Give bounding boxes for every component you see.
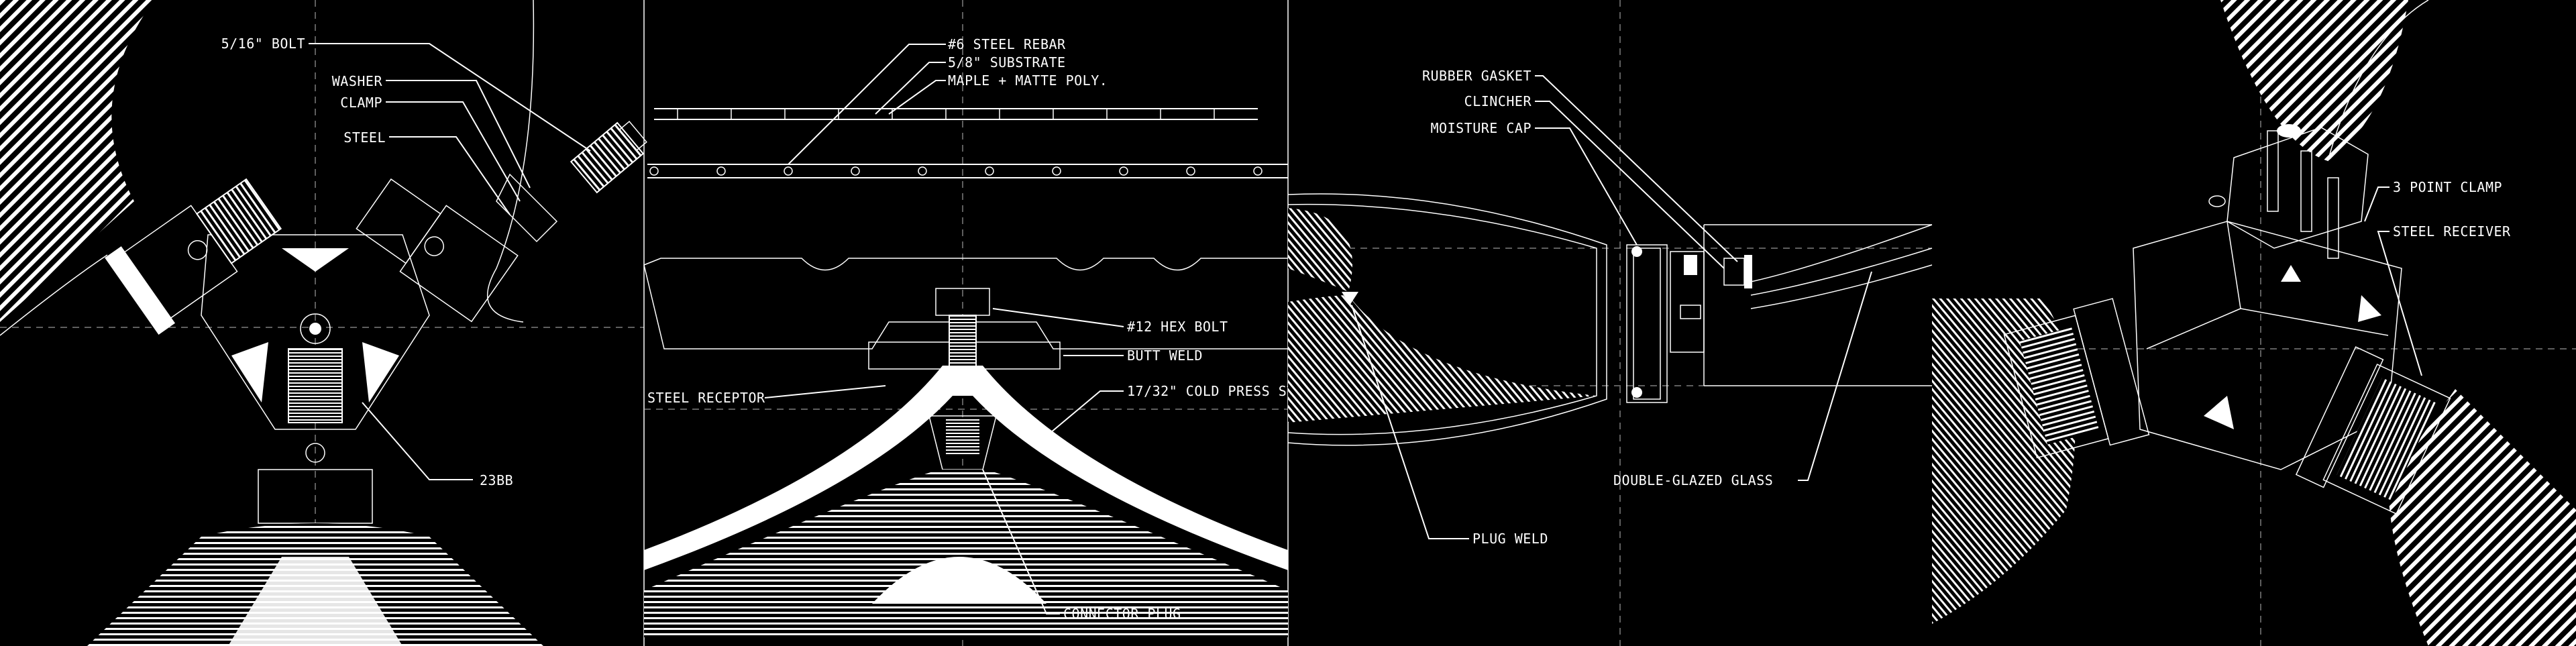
hatched-sphere-shading [0, 0, 154, 322]
label-clincher: CLINCHER [1464, 93, 1532, 109]
clincher [1723, 258, 1745, 286]
label-three-point-clamp: 3 POINT CLAMP [2393, 179, 2502, 195]
floor-shading [644, 470, 1288, 637]
label-washer: WASHER [332, 73, 383, 89]
right-arm-fitting [356, 178, 519, 323]
label-rebar: #6 STEEL REBAR [948, 36, 1066, 52]
threaded-bolt [570, 121, 647, 194]
lower-wedge-shading [1288, 295, 1597, 423]
label-substrate: 5/8" SUBSTRATE [948, 54, 1066, 70]
label-clamp: CLAMP [340, 95, 382, 111]
upper-sphere-shading [2220, 0, 2408, 161]
left-receiver-cylinder [2003, 298, 2150, 459]
label-butt-weld: BUTT WELD [1127, 347, 1203, 364]
right-sphere-shading [2388, 389, 2576, 646]
label-23bb: 23BB [480, 472, 513, 488]
glazing-frame [1626, 244, 1668, 403]
three-point-clamp [2226, 127, 2369, 249]
label-maple: MAPLE + MATTE POLY. [948, 72, 1108, 89]
hub-center-bolt [300, 313, 331, 344]
rebar-dots [649, 166, 1263, 176]
label-hex-bolt: #12 HEX BOLT [1127, 319, 1228, 335]
panel-clamp-detail: 3 POINT CLAMP STEEL RECEIVER [1932, 0, 2576, 646]
threaded-stem [288, 348, 343, 423]
label-bolt: 5/16" BOLT [221, 36, 305, 52]
label-plug-weld: PLUG WELD [1472, 531, 1548, 547]
maple-strip-ticks [677, 109, 1215, 119]
upper-wedge-shading [1288, 208, 1352, 292]
washer-plate [496, 173, 558, 243]
label-rubber-gasket: RUBBER GASKET [1422, 68, 1532, 84]
panel-hub-joint: 5/16" BOLT WASHER CLAMP STEEL 23BB [0, 0, 647, 646]
right-receiver-cylinder [2295, 346, 2451, 515]
label-double-glazed-glass: DOUBLE-GLAZED GLASS [1613, 472, 1773, 488]
hub-triangle-left [231, 342, 268, 402]
hub-triangle-top [282, 248, 349, 272]
corrugated-deck [643, 258, 1288, 271]
label-steel: STEEL [343, 129, 386, 146]
label-steel-receptor: STEEL RECEPTOR [647, 390, 765, 406]
label-steel-receiver: STEEL RECEIVER [2393, 223, 2511, 239]
clamp-bolts [2208, 124, 2339, 259]
panel-glazing-section: RUBBER GASKET CLINCHER MOISTURE CAP DOUB… [1287, 0, 1933, 646]
label-connector-plug: CONNECTOR PLUG [1063, 606, 1181, 622]
left-arm-fitting [105, 178, 282, 335]
double-glazed-glass-line [1750, 224, 1933, 282]
label-cold-press-steel: 17/32" COLD PRESS STEEL [1127, 383, 1320, 399]
glass-lens-outline [1287, 193, 1607, 446]
hub-body [201, 234, 430, 430]
sphere-outline [486, 0, 535, 323]
hub-triangle-right [362, 342, 399, 402]
label-moisture-cap: MOISTURE CAP [1431, 120, 1532, 136]
panel-floor-section: #6 STEEL REBAR 5/8" SUBSTRATE MAPLE + MA… [643, 0, 1320, 646]
